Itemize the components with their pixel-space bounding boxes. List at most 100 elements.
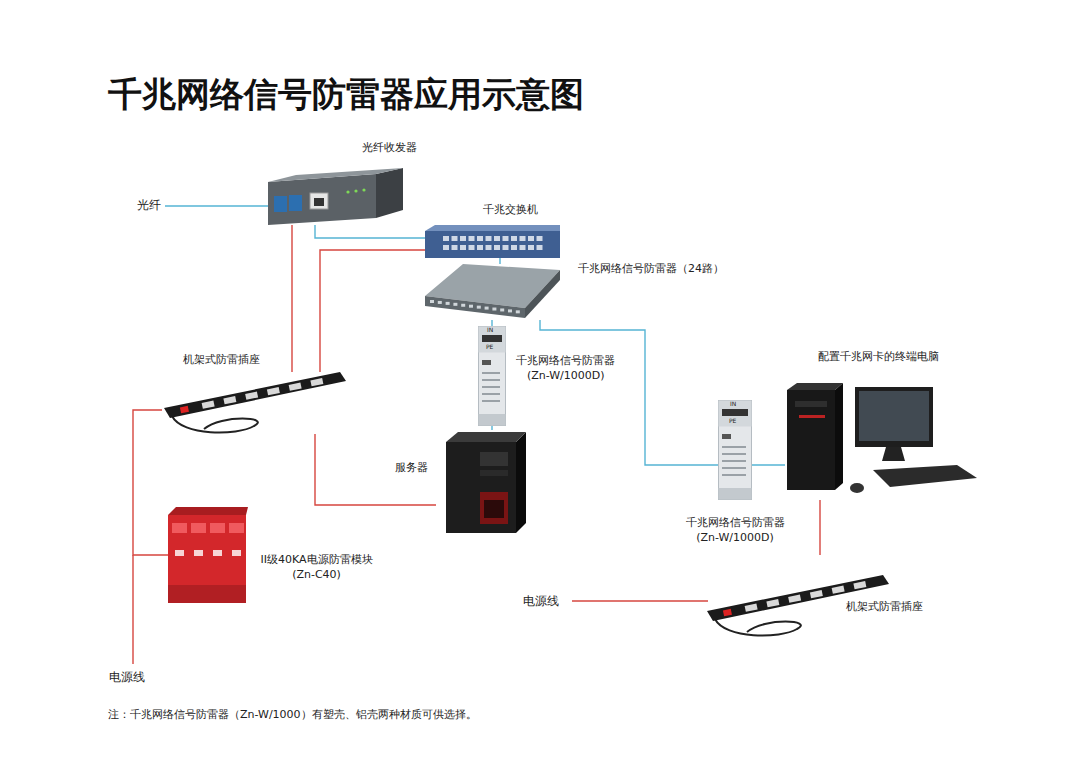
socket bbox=[289, 383, 302, 391]
port-mark: PE bbox=[486, 344, 493, 350]
module-spec bbox=[722, 467, 746, 469]
fiber-transceiver: 光纤收发器 bbox=[268, 160, 403, 225]
device-picture bbox=[425, 264, 560, 320]
tower-top bbox=[446, 432, 526, 442]
device-top bbox=[268, 168, 403, 182]
module-spec bbox=[722, 460, 746, 462]
power-switch bbox=[723, 609, 732, 616]
signal-protector: 千兆网络信号防雷器 (Zn-W/1000D) bbox=[478, 326, 506, 426]
panel-port bbox=[500, 308, 504, 311]
module-terminal bbox=[719, 488, 752, 500]
module-body bbox=[168, 515, 246, 603]
socket bbox=[245, 392, 258, 400]
diagram-title: 千兆网络信号防雷器应用示意图 bbox=[108, 74, 584, 115]
switch-port bbox=[520, 236, 526, 241]
device-picture bbox=[436, 430, 526, 533]
status-led bbox=[354, 189, 357, 192]
device-picture bbox=[718, 400, 752, 500]
module-logo bbox=[482, 360, 491, 365]
pole-terminal bbox=[172, 523, 187, 533]
module-spec bbox=[482, 400, 500, 402]
module-body bbox=[479, 327, 506, 426]
panel-port bbox=[461, 304, 465, 307]
switch-port bbox=[452, 245, 458, 250]
device-picture bbox=[785, 375, 977, 500]
pole-terminal bbox=[191, 523, 206, 533]
switch-port bbox=[528, 245, 534, 250]
module-logo bbox=[722, 434, 731, 439]
device-top bbox=[425, 225, 560, 231]
status-led bbox=[362, 188, 365, 191]
module-display bbox=[482, 335, 502, 342]
device-label: 光纤收发器 bbox=[362, 141, 417, 156]
socket-bar bbox=[164, 372, 346, 418]
power-cable bbox=[819, 500, 820, 555]
surge-panel: 千兆网络信号防雷器（24路） bbox=[425, 264, 560, 320]
port-mark: IN bbox=[487, 327, 493, 333]
rj45-port bbox=[310, 193, 328, 209]
device-label: 机架式防雷插座 bbox=[846, 600, 923, 615]
device-label: 千兆网络信号防雷器 (Zn-W/1000D) bbox=[508, 354, 624, 384]
status-led bbox=[346, 190, 349, 193]
rj45-socket bbox=[314, 198, 324, 206]
tower-front bbox=[446, 442, 516, 533]
panel-port bbox=[446, 302, 450, 305]
pole-window bbox=[213, 550, 222, 556]
power-cable bbox=[320, 250, 425, 372]
power-cord bbox=[172, 416, 258, 433]
device-label: 千兆网络信号防雷器（24路） bbox=[578, 262, 724, 277]
module-cap bbox=[719, 401, 752, 427]
tower-top bbox=[787, 383, 843, 390]
switch-port bbox=[537, 236, 543, 241]
module-spec bbox=[722, 453, 746, 455]
switch-port bbox=[452, 236, 458, 241]
switch-port bbox=[503, 236, 509, 241]
network-cable bbox=[315, 225, 425, 238]
switch-port bbox=[477, 236, 483, 241]
fiber-port bbox=[289, 195, 302, 211]
panel-port bbox=[453, 303, 457, 306]
switch-port bbox=[460, 245, 466, 250]
switch-port bbox=[494, 245, 500, 250]
switch-port bbox=[511, 245, 517, 250]
device-picture bbox=[168, 505, 248, 603]
drive-bay bbox=[480, 452, 508, 466]
tower-side bbox=[835, 383, 843, 490]
terminal-computer: 配置千兆网卡的终端电脑 bbox=[785, 375, 977, 500]
device-label: 机架式防雷插座 bbox=[183, 353, 260, 368]
device-front bbox=[268, 174, 376, 225]
panel-port bbox=[438, 301, 442, 304]
power-strip: 机架式防雷插座 bbox=[705, 555, 890, 637]
server: 服务器 bbox=[436, 430, 526, 533]
power-switch bbox=[180, 406, 189, 413]
gigabit-switch: 千兆交换机 bbox=[425, 225, 560, 258]
device-label: 千兆交换机 bbox=[483, 203, 538, 218]
module-spec bbox=[722, 446, 746, 448]
pole-window bbox=[194, 550, 203, 556]
power-cable bbox=[291, 225, 292, 372]
power-cable bbox=[315, 434, 436, 505]
port-mark: IN bbox=[730, 401, 736, 407]
module-terminal bbox=[479, 414, 506, 426]
switch-port bbox=[537, 245, 543, 250]
module-display bbox=[722, 409, 748, 416]
network-cable bbox=[491, 320, 492, 326]
socket bbox=[853, 581, 866, 589]
device-label: II级40KA电源防雷模块 (Zn-C40) bbox=[256, 553, 377, 583]
power-strip: 机架式防雷插座 bbox=[162, 372, 347, 434]
pole-window bbox=[175, 550, 184, 556]
power-cable bbox=[133, 410, 168, 555]
socket bbox=[810, 590, 823, 598]
device-label: 千兆网络信号防雷器 (Zn-W/1000D) bbox=[677, 516, 793, 546]
socket bbox=[745, 604, 758, 612]
socket bbox=[766, 599, 779, 607]
switch-port bbox=[486, 245, 492, 250]
device-label: 配置千兆网卡的终端电脑 bbox=[818, 350, 939, 365]
device-picture bbox=[705, 555, 890, 637]
pole-terminal bbox=[229, 523, 244, 533]
socket bbox=[223, 396, 236, 404]
socket bbox=[832, 586, 845, 594]
switch-port bbox=[469, 245, 475, 250]
